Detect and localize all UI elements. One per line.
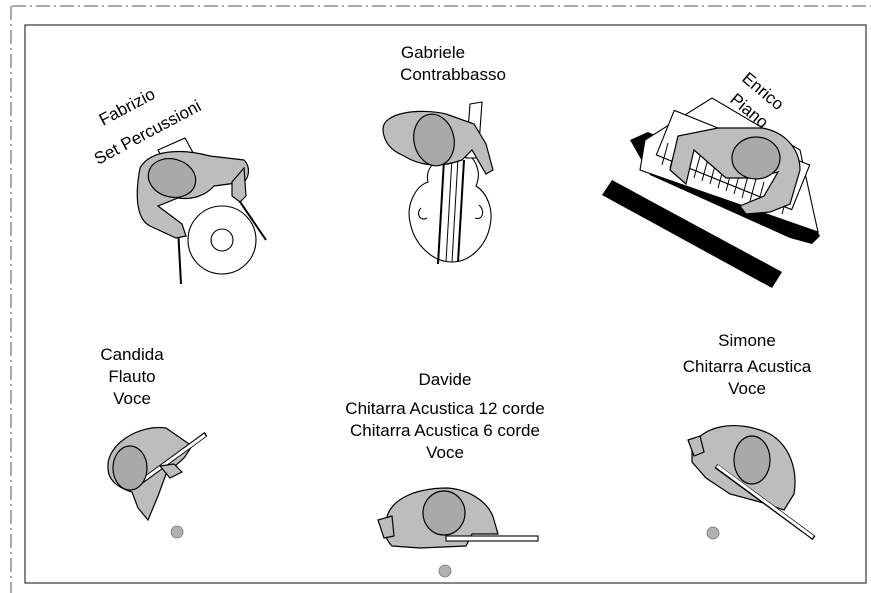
candida-instrument: Flauto bbox=[108, 367, 155, 386]
gabriele-name: Gabriele bbox=[401, 43, 465, 62]
double-bass-icon bbox=[408, 149, 492, 263]
davide-instrument-2: Chitarra Acustica 6 corde bbox=[350, 421, 540, 440]
candida-role: Voce bbox=[113, 389, 151, 408]
davide-role: Voce bbox=[426, 443, 464, 462]
bassist-figure bbox=[382, 101, 494, 265]
mic-stand-icon bbox=[170, 525, 184, 539]
candida-name: Candida bbox=[100, 345, 164, 364]
piano-icon bbox=[602, 180, 782, 288]
gabriele-instrument: Contrabbasso bbox=[400, 65, 506, 84]
simone-figure bbox=[687, 425, 816, 541]
stage-frame bbox=[24, 24, 867, 584]
drummer-figure bbox=[136, 137, 267, 285]
davide-instrument-1: Chitarra Acustica 12 corde bbox=[345, 399, 544, 418]
simone-instrument: Chitarra Acustica bbox=[683, 357, 812, 376]
davide-name: Davide bbox=[419, 370, 472, 389]
guitar-neck-icon bbox=[445, 535, 539, 542]
simone-role: Voce bbox=[728, 379, 766, 398]
pianist-figure bbox=[602, 97, 820, 288]
simone-name: Simone bbox=[718, 331, 776, 350]
davide-figure bbox=[377, 487, 539, 578]
mic-stand-icon bbox=[438, 564, 452, 578]
flautist-figure bbox=[107, 426, 208, 539]
mic-stand-icon bbox=[706, 526, 720, 540]
